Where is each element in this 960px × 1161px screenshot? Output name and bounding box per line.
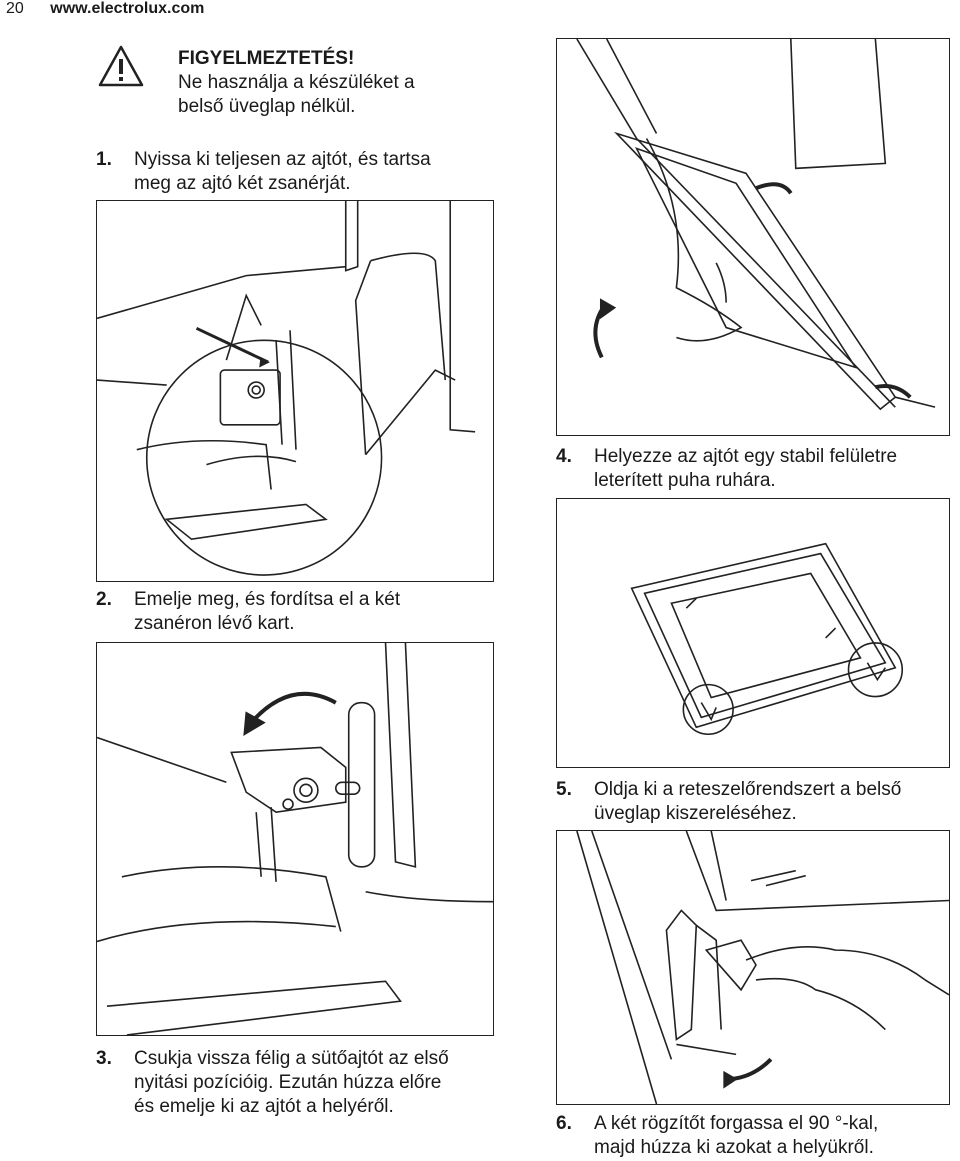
step-2-text: 2. Emelje meg, és fordítsa el a két zsané… — [96, 588, 400, 636]
warning-triangle-icon — [98, 45, 144, 87]
warning-line-2: belső üveglap nélkül. — [178, 96, 356, 117]
step-3-text: 3. Csukja vissza félig a sütőajtót az els… — [96, 1047, 449, 1119]
step-line: meg az ajtó két zsanérját. — [134, 173, 351, 194]
warning-block: FIGYELMEZTETÉS! Ne használja a készüléke… — [178, 47, 415, 119]
step-number: 3. — [96, 1048, 112, 1069]
step-number: 4. — [556, 446, 572, 467]
step-number: 6. — [556, 1113, 572, 1134]
step-line: Helyezze az ajtót egy stabil felületre — [594, 446, 898, 467]
step-line: Nyissa ki teljesen az ajtót, és tartsa — [134, 149, 431, 170]
step-number: 5. — [556, 779, 572, 800]
illustration-door-removal — [556, 38, 950, 436]
step-6-text: 6. A két rögzítőt forgassa el 90 °-kal, m… — [556, 1112, 878, 1160]
illustration-hinge-lever — [96, 642, 494, 1036]
illustration-door-flat — [556, 498, 950, 768]
page-header: 20 www.electrolux.com — [6, 0, 204, 18]
step-1-text: 1. Nyissa ki teljesen az ajtót, és tartsa… — [96, 148, 431, 196]
warning-line-1: Ne használja a készüléket a — [178, 72, 415, 93]
step-line: majd húzza ki azokat a helyükről. — [594, 1137, 874, 1158]
step-line: zsanéron lévő kart. — [134, 613, 295, 634]
step-line: leterített puha ruhára. — [594, 470, 776, 491]
warning-title: FIGYELMEZTETÉS! — [178, 48, 355, 69]
step-line: A két rögzítőt forgassa el 90 °-kal, — [594, 1113, 879, 1134]
step-number: 2. — [96, 589, 112, 610]
step-line: és emelje ki az ajtót a helyéről. — [134, 1096, 394, 1117]
step-line: üveglap kiszereléséhez. — [594, 803, 797, 824]
illustration-door-hinge — [96, 200, 494, 582]
step-line: Emelje meg, és fordítsa el a két — [134, 589, 401, 610]
step-4-text: 4. Helyezze az ajtót egy stabil felületre… — [556, 445, 897, 493]
step-number: 1. — [96, 149, 112, 170]
step-line: Oldja ki a reteszelőrendszert a belső — [594, 779, 902, 800]
step-line: Csukja vissza félig a sütőajtót az első — [134, 1048, 449, 1069]
step-5-text: 5.Oldja ki a reteszelőrendszert a belső … — [556, 778, 901, 826]
step-line: nyitási pozícióig. Ezután húzza előre — [134, 1072, 442, 1093]
illustration-fastener-release — [556, 830, 950, 1105]
page-number: 20 — [6, 0, 24, 17]
website-url: www.electrolux.com — [50, 0, 205, 17]
